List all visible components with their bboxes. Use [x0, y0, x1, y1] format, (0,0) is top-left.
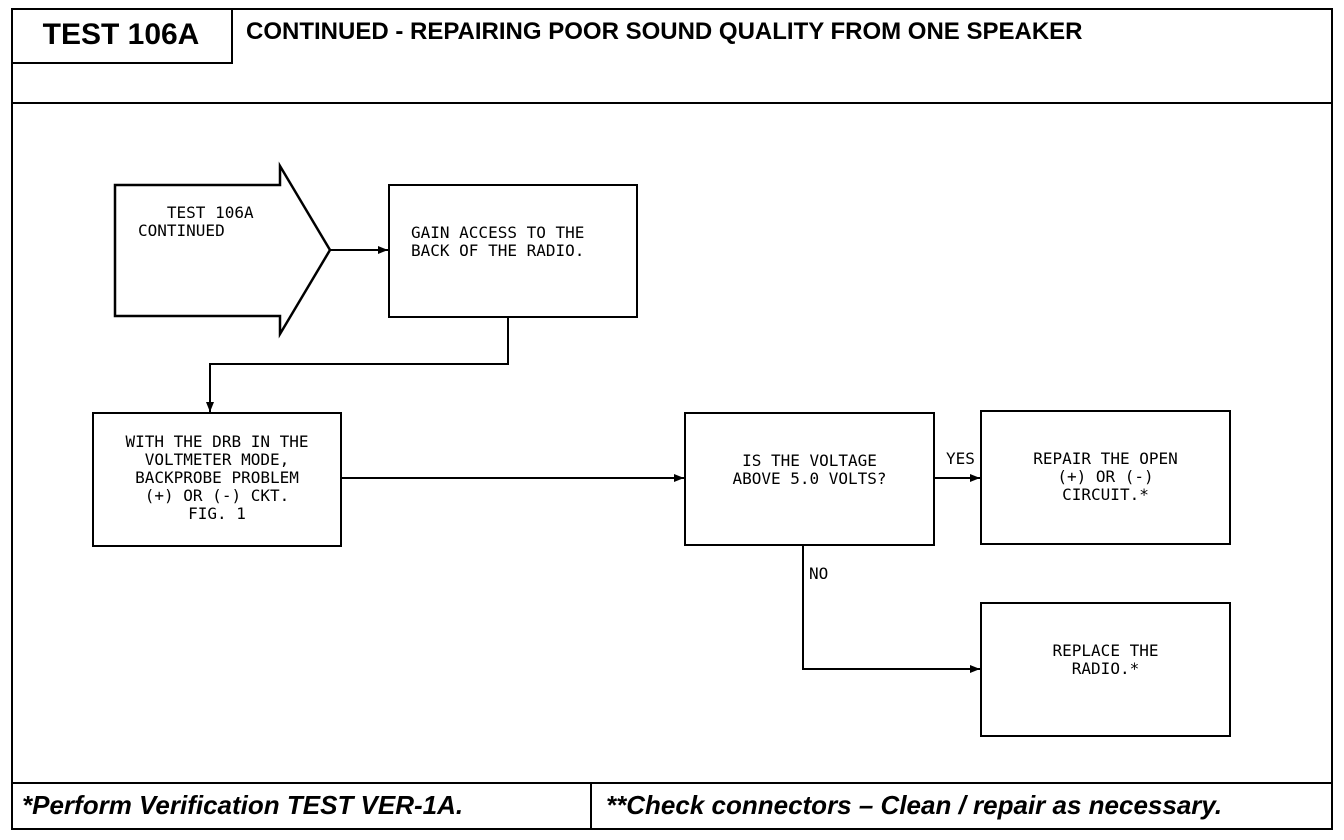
header-band [11, 8, 1333, 104]
step-backprobe-text: WITH THE DRB IN THE VOLTMETER MODE, BACK… [125, 432, 309, 523]
page-frame [11, 8, 1333, 830]
connector-decision-no [802, 546, 980, 673]
result-repair-open-text: REPAIR THE OPEN (+) OR (-) CIRCUIT.* [1033, 449, 1178, 504]
footer-band [11, 782, 1333, 830]
step-gain-access: GAIN ACCESS TO THE BACK OF THE RADIO. [388, 184, 638, 318]
connector-access-to-backprobe [206, 317, 509, 412]
footer-note-verification: *Perform Verification TEST VER-1A. [22, 790, 464, 820]
test-number-label: TEST 106A [11, 8, 233, 64]
result-repair-open: REPAIR THE OPEN (+) OR (-) CIRCUIT.* [980, 410, 1231, 545]
branch-label-yes: YES [946, 449, 975, 468]
decision-voltage: IS THE VOLTAGE ABOVE 5.0 VOLTS? [684, 412, 935, 546]
page-title: CONTINUED - REPAIRING POOR SOUND QUALITY… [246, 18, 1083, 45]
step-backprobe: WITH THE DRB IN THE VOLTMETER MODE, BACK… [92, 412, 342, 547]
footer-note-connectors: **Check connectors – Clean / repair as n… [606, 790, 1223, 820]
decision-voltage-text: IS THE VOLTAGE ABOVE 5.0 VOLTS? [732, 451, 887, 488]
result-replace-radio-text: REPLACE THE RADIO.* [1052, 641, 1159, 678]
step-gain-access-text: GAIN ACCESS TO THE BACK OF THE RADIO. [411, 223, 585, 260]
entry-arrow-shape [113, 161, 332, 339]
result-replace-radio: REPLACE THE RADIO.* [980, 602, 1231, 737]
entry-label: TEST 106A CONTINUED [138, 203, 254, 240]
branch-label-no: NO [809, 564, 829, 583]
footer-divider [590, 782, 592, 830]
